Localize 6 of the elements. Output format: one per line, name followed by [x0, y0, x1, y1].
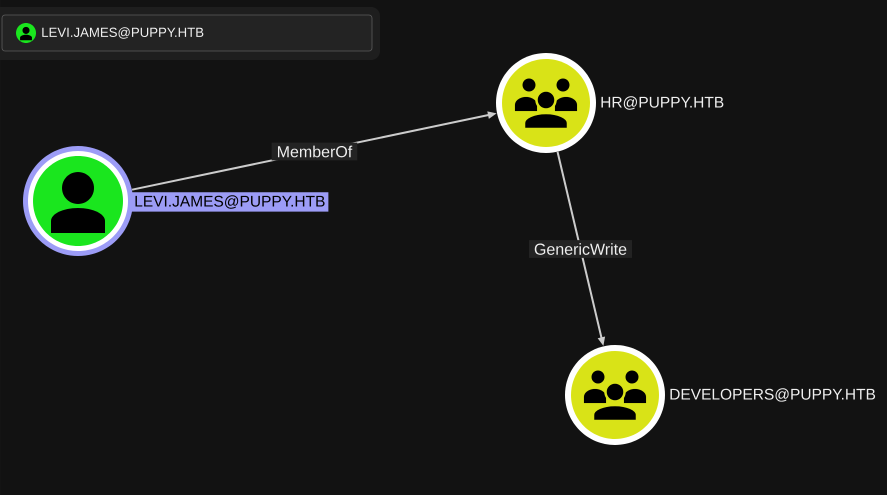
name-box: LEVI.JAMES@PUPPY.HTB: [2, 14, 372, 52]
edge-label: MemberOf: [272, 142, 358, 160]
edge-label: GenericWrite: [528, 240, 632, 258]
node-label: HR@PUPPY.HTB: [601, 96, 724, 110]
node-label: LEVI.JAMES@PUPPY.HTB: [131, 192, 328, 212]
node-label: DEVELOPERS@PUPPY.HTB: [670, 388, 876, 402]
